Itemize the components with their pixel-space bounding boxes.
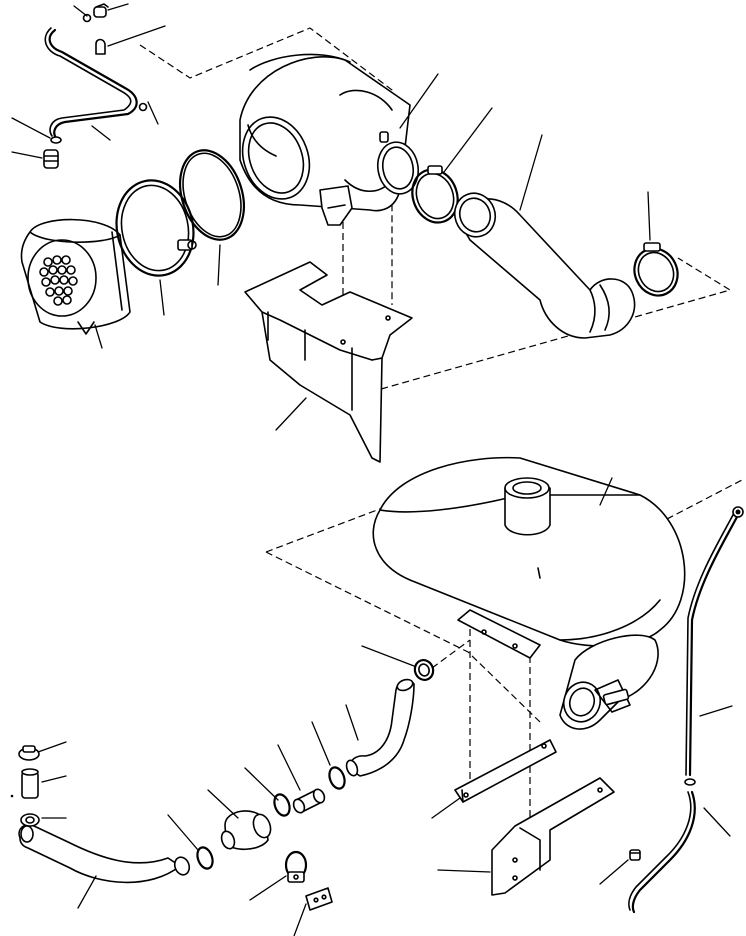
hose-clamp-center xyxy=(196,846,214,870)
tailpipe-lower-left xyxy=(18,823,191,884)
band-clamp-right xyxy=(411,165,459,224)
washer-left xyxy=(50,136,62,144)
intake-hose-elbow xyxy=(453,192,636,339)
muffler-inlet-stack xyxy=(504,477,551,536)
mounting-tab xyxy=(305,887,333,911)
muffler-body xyxy=(372,456,686,647)
alignment-line-vertical-mid xyxy=(469,618,531,830)
washer-right-lower xyxy=(684,778,696,786)
vent-tube-right xyxy=(685,506,744,777)
seal-ring xyxy=(179,149,245,241)
clip-upper xyxy=(95,38,106,55)
fitting-lower-right xyxy=(629,849,641,861)
sleeve-lower-left xyxy=(21,768,39,799)
leader-lines xyxy=(11,3,733,936)
speck-mark xyxy=(10,794,14,798)
fitting-top xyxy=(93,3,109,18)
band-clamp-left xyxy=(115,179,197,277)
coupling-sleeve xyxy=(292,788,326,814)
vent-tube-upper xyxy=(44,27,138,140)
u-clamp xyxy=(284,850,308,883)
plug-fitting-left xyxy=(43,149,59,169)
hose-clamp-small-upper xyxy=(633,242,679,297)
nut-top-left xyxy=(82,13,92,23)
muffler-support-bracket-upper xyxy=(454,739,557,803)
curved-drain-pipe xyxy=(345,678,415,777)
muffler-mount-plate xyxy=(457,609,541,659)
muffler-outlet-elbow xyxy=(559,634,659,730)
hose-clamp-pipe-top xyxy=(413,659,435,681)
clamp-lower-left xyxy=(18,745,40,761)
mesh-holes xyxy=(39,255,78,306)
muffler-support-bracket-lower xyxy=(491,777,615,896)
hose-clamp-center-right xyxy=(273,793,291,817)
alignment-line-pipe xyxy=(431,639,471,669)
washer-lower-left xyxy=(20,813,40,827)
vent-tube-right-lower xyxy=(628,790,696,914)
nut-mid-left xyxy=(138,102,148,112)
pipe-adapter xyxy=(220,810,272,851)
air-cleaner-mount-bracket xyxy=(244,261,413,463)
air-precleaner-cap xyxy=(20,218,131,335)
air-cleaner-body xyxy=(239,53,420,226)
hose-clamp-center-upper xyxy=(328,766,346,790)
